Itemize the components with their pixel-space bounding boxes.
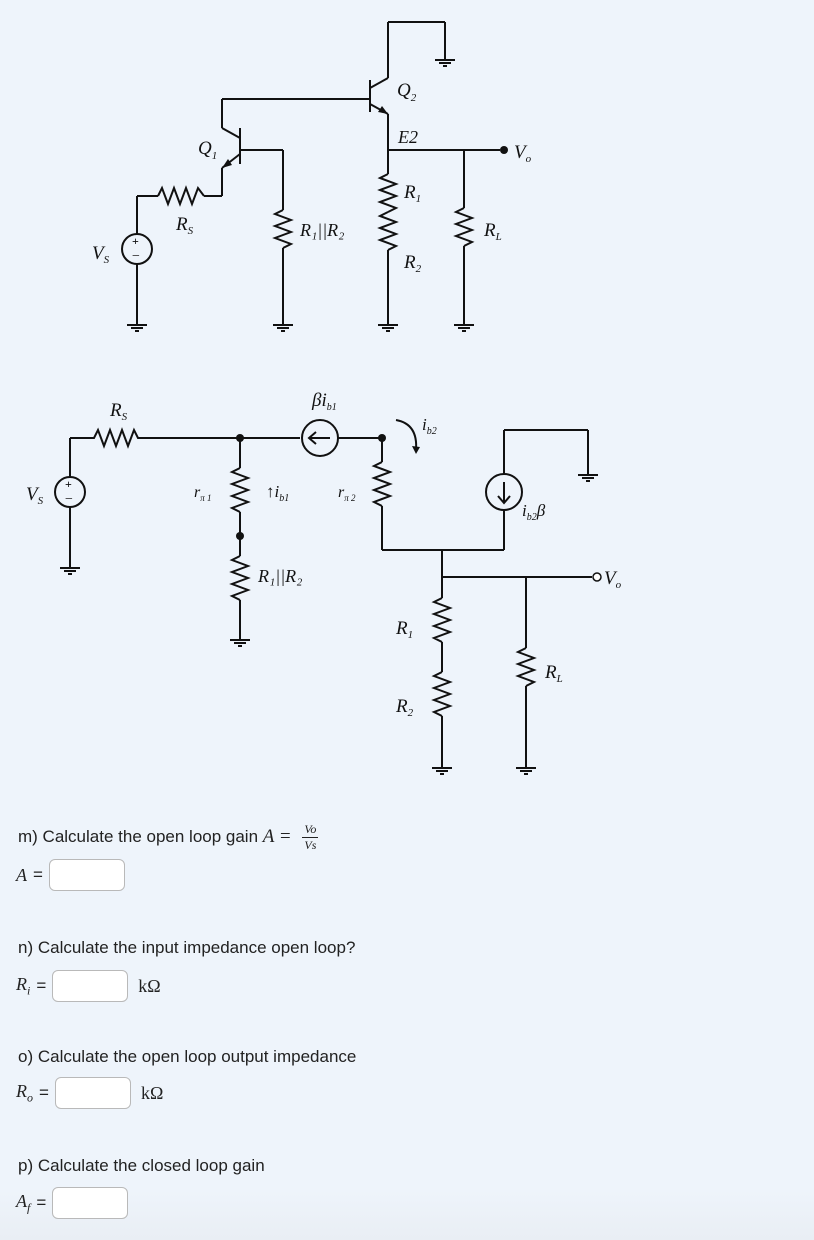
answer-row-n: Ri = kΩ bbox=[16, 970, 161, 1002]
bottom-rs-label: RS bbox=[109, 400, 128, 423]
ib2-label: ib2 bbox=[422, 415, 437, 437]
top-r1-label: R1 bbox=[403, 182, 421, 205]
bottom-vo-label: Vo bbox=[604, 568, 622, 591]
question-m-text: m) Calculate the open loop gain bbox=[18, 826, 259, 846]
q2-label: Q2 bbox=[397, 80, 417, 104]
rpi1-resistor bbox=[229, 467, 251, 513]
e2-label: E2 bbox=[397, 127, 418, 147]
question-m-lhs: A = bbox=[262, 825, 292, 847]
rpi2-resistor bbox=[371, 461, 393, 507]
question-o: o) Calculate the open loop output impeda… bbox=[18, 1047, 356, 1067]
svg-text:+: + bbox=[132, 234, 139, 248]
bottom-rl-resistor bbox=[515, 647, 537, 687]
bottom-r2-label: R2 bbox=[395, 696, 414, 719]
question-n-text: n) Calculate the input impedance open lo… bbox=[18, 938, 356, 957]
bottom-r1r2-resistor bbox=[229, 555, 251, 601]
question-m: m) Calculate the open loop gain A = Vo V… bbox=[18, 822, 319, 853]
top-rs-resistor bbox=[157, 185, 205, 207]
question-p-text: p) Calculate the closed loop gain bbox=[18, 1156, 265, 1175]
question-p: p) Calculate the closed loop gain bbox=[18, 1156, 265, 1176]
bottom-vs-label: VS bbox=[26, 484, 44, 507]
bottom-rs-resistor bbox=[70, 427, 300, 449]
svg-text:+: + bbox=[65, 477, 72, 491]
beta-ib1-label: βib1 bbox=[311, 390, 337, 413]
bottom-r2-resistor bbox=[431, 671, 453, 717]
bottom-r1-resistor bbox=[431, 597, 453, 643]
svg-text:−: − bbox=[132, 249, 140, 264]
answer-o-var: Ro bbox=[16, 1080, 33, 1105]
top-r1-resistor bbox=[377, 173, 399, 213]
answer-m-var: A bbox=[16, 864, 27, 885]
top-r1r2-label: R₁||R₂ bbox=[299, 220, 344, 240]
vo-over-vs-fraction: Vo Vs bbox=[302, 822, 319, 852]
ib2beta-label: ib2β bbox=[522, 501, 546, 523]
rpi1-label: rπ 1 bbox=[194, 484, 212, 503]
answer-ri-input[interactable] bbox=[52, 970, 129, 1002]
rpi2-label: rπ 2 bbox=[338, 484, 356, 503]
top-vo-label: Vo bbox=[514, 142, 532, 165]
svg-text:−: − bbox=[65, 492, 73, 507]
top-r1r2-resistor bbox=[272, 209, 294, 249]
ri-unit: kΩ bbox=[138, 975, 161, 996]
answer-row-m: A = bbox=[16, 859, 125, 891]
bottom-rl-label: RL bbox=[544, 662, 563, 685]
top-r2-resistor bbox=[377, 211, 399, 251]
ro-unit: kΩ bbox=[140, 1082, 164, 1103]
top-circuit: + − bbox=[92, 21, 532, 332]
ib2-arrow bbox=[395, 419, 418, 451]
answer-n-var: Ri bbox=[16, 973, 31, 998]
bottom-circuit: + − bbox=[26, 390, 622, 775]
answer-row-o: Ro = kΩ bbox=[16, 1077, 163, 1109]
answer-row-p: Af = bbox=[16, 1187, 129, 1219]
answer-ro-input[interactable] bbox=[54, 1077, 131, 1109]
bottom-r1r2-label: R₁||R₂ bbox=[257, 566, 302, 586]
top-rl-label: RL bbox=[483, 220, 502, 243]
answer-p-var: Af bbox=[16, 1190, 31, 1215]
circuit-diagrams: + − bbox=[26, 21, 622, 775]
question-n: n) Calculate the input impedance open lo… bbox=[18, 938, 355, 958]
bottom-r1-label: R1 bbox=[395, 618, 413, 641]
top-rl-resistor bbox=[453, 207, 475, 247]
question-o-text: o) Calculate the open loop output impeda… bbox=[18, 1047, 357, 1066]
answer-a-input[interactable] bbox=[48, 859, 125, 891]
ib1-label: ↑ib1 bbox=[266, 482, 289, 504]
q1-label: Q1 bbox=[198, 138, 217, 162]
answer-af-input[interactable] bbox=[52, 1187, 129, 1219]
top-r2-label: R2 bbox=[403, 252, 422, 275]
top-rs-label: RS bbox=[175, 214, 194, 237]
top-vs-label: VS bbox=[92, 243, 110, 266]
